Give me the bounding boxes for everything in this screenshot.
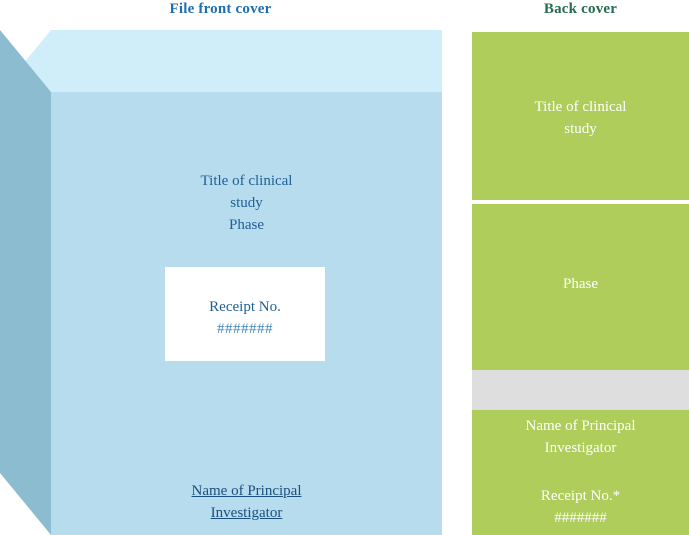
front-receipt-label: Receipt No. (209, 299, 281, 315)
front-title-line2: study (230, 195, 263, 211)
front-principal-investigator-block: Name of Principal Investigator (51, 480, 442, 524)
back-panel-title: Title of clinical study (472, 32, 689, 200)
back-panel-investigator: Name of Principal Investigator Receipt N… (472, 410, 689, 535)
front-cover-diagram: Title of clinical study Phase Receipt No… (0, 30, 442, 535)
front-receipt-content: Receipt No. ####### (165, 296, 325, 340)
front-receipt-box: Receipt No. ####### (165, 267, 325, 361)
front-phase-label: Phase (229, 217, 264, 233)
front-receipt-value: ####### (217, 321, 273, 337)
box-left-side-face (0, 30, 51, 535)
front-title-block: Title of clinical study Phase (51, 170, 442, 236)
back-receipt-label: Receipt No.* (540, 488, 621, 504)
back-receipt-value: ####### (554, 510, 607, 526)
back-cover-heading: Back cover (543, 1, 618, 17)
front-pi-line1: Name of Principal (191, 483, 302, 499)
box-front-face: Title of clinical study Phase Receipt No… (51, 92, 442, 535)
back-title-line2: study (564, 121, 597, 137)
front-pi-line2: Investigator (210, 505, 283, 521)
back-panel-phase: Phase (472, 204, 689, 370)
front-cover-heading: File front cover (169, 1, 272, 17)
back-cover-diagram: Title of clinical study Phase Name of Pr… (472, 32, 689, 535)
back-phase-label: Phase (563, 276, 598, 292)
back-pi-line2: Investigator (544, 440, 617, 456)
back-panel-spacer (472, 370, 689, 410)
back-title-line1: Title of clinical (534, 99, 627, 115)
box-top-face (0, 30, 442, 92)
back-pi-line1: Name of Principal (525, 418, 636, 434)
front-title-line1: Title of clinical (200, 173, 293, 189)
